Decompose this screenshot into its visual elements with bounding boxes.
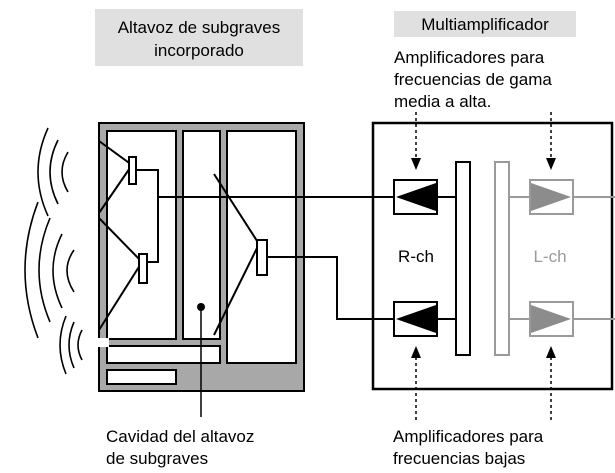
multiamp-title: Multiamplificador bbox=[421, 15, 549, 34]
low-amp-label-line1: Amplificadores para bbox=[393, 427, 544, 446]
low-dotted-arrows bbox=[411, 346, 556, 420]
mid-high-amp-label-line3: media a alta. bbox=[394, 92, 491, 111]
cavity-label-line2: de subgraves bbox=[106, 449, 208, 468]
multiamp-title-banner bbox=[394, 11, 576, 37]
multiamplifier-box bbox=[371, 121, 614, 391]
r-channel-bus-bar bbox=[455, 161, 471, 356]
cavity-label-line1: Cavidad del altavoz bbox=[106, 427, 254, 446]
speaker-wires bbox=[158, 196, 394, 320]
l-channel-label: L-ch bbox=[533, 247, 566, 266]
r-channel-mid-high-amp bbox=[393, 179, 438, 215]
low-amp-label-line2: frecuencias bajas bbox=[393, 449, 525, 468]
subwoofer-title-banner bbox=[95, 9, 303, 66]
mid-high-drivers bbox=[98, 140, 159, 331]
r-channel-low-amp bbox=[393, 301, 438, 337]
l-channel-bus-bar bbox=[494, 161, 510, 356]
subwoofer-title-line1: Altavoz de subgraves bbox=[118, 18, 281, 37]
subwoofer-title-line2: incorporado bbox=[154, 41, 244, 60]
enclosure-port-gap bbox=[97, 338, 109, 347]
mid-high-amp-label-line2: frecuencias de gama bbox=[394, 70, 552, 89]
sound-waves bbox=[24, 127, 83, 375]
mid-high-dotted-arrows bbox=[411, 112, 556, 170]
r-channel-label: R-ch bbox=[398, 247, 434, 266]
mid-high-amp-label-line1: Amplificadores para bbox=[394, 48, 545, 67]
l-channel-mid-high-amp bbox=[529, 179, 574, 215]
l-channel-low-amp bbox=[529, 301, 574, 337]
